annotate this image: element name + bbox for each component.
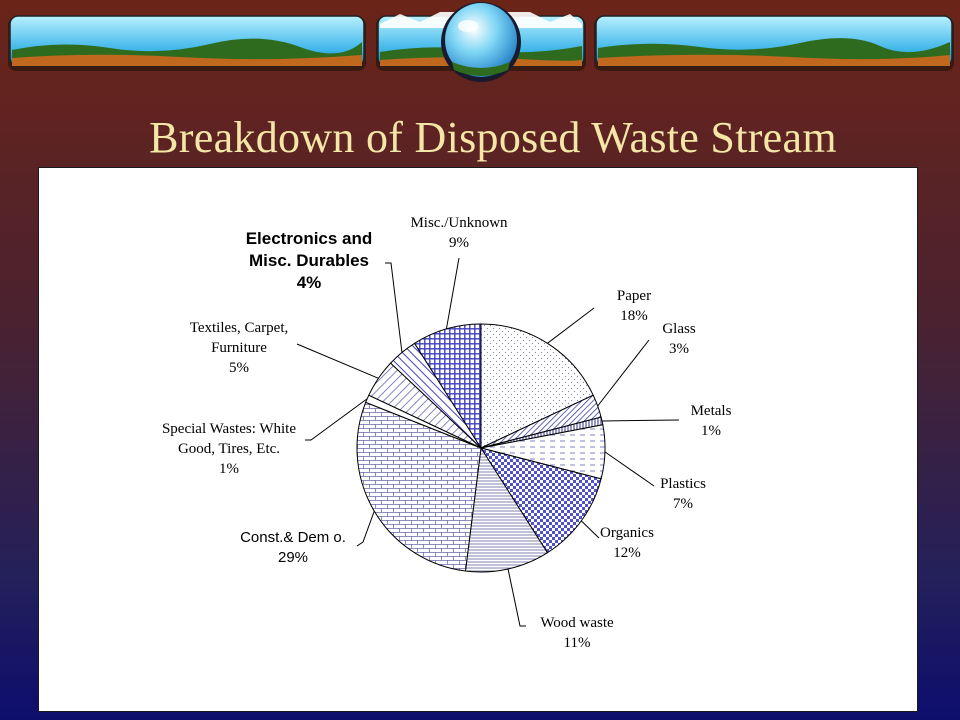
leader-line	[445, 257, 460, 330]
slice-label: Const.& Dem o.29%	[240, 529, 346, 566]
banner-panel-right	[594, 15, 954, 71]
leader-line	[604, 451, 655, 487]
leader-line	[356, 510, 375, 547]
pie-slices	[356, 323, 606, 573]
banner-panel-left	[8, 15, 366, 71]
leader-line	[580, 520, 600, 539]
pie-slice	[479, 447, 602, 554]
leader-line	[547, 307, 595, 344]
slide-title: Breakdown of Disposed Waste Stream	[149, 113, 837, 162]
leader-line	[597, 339, 650, 407]
leader-line	[507, 568, 526, 627]
decorative-banner	[8, 2, 954, 82]
leader-line	[305, 398, 368, 441]
leader-line	[602, 419, 680, 422]
pie-slice	[356, 401, 482, 572]
leader-line	[385, 262, 403, 353]
globe-icon	[441, 2, 521, 82]
leader-lines	[296, 257, 680, 627]
leader-line	[296, 343, 379, 379]
